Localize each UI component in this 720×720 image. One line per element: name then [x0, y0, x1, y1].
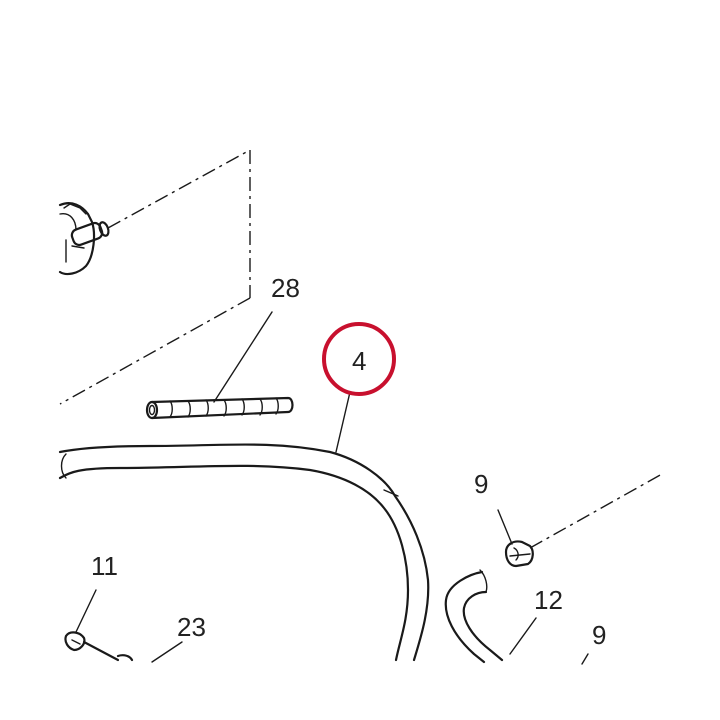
callout-9-top: 9 [474, 469, 488, 499]
part-4-hose [58, 391, 430, 662]
assembly-guide-lines [59, 149, 663, 549]
part-12-hose [444, 569, 537, 664]
callout-28: 28 [271, 273, 300, 303]
highlight-circle-part-4 [322, 322, 396, 396]
callout-4: 4 [352, 346, 366, 376]
callout-12: 12 [534, 585, 563, 615]
callout-9-bottom: 9 [592, 620, 606, 650]
part-23-pointer [116, 641, 183, 663]
part-11-clip [64, 589, 120, 662]
part-9-clip-top [497, 509, 534, 568]
callout-23: 23 [177, 612, 206, 642]
valve-assembly [58, 202, 110, 276]
callout-11: 11 [91, 551, 118, 581]
part-28-sleeve [145, 311, 294, 420]
part-9-pointer-bottom [581, 653, 589, 665]
